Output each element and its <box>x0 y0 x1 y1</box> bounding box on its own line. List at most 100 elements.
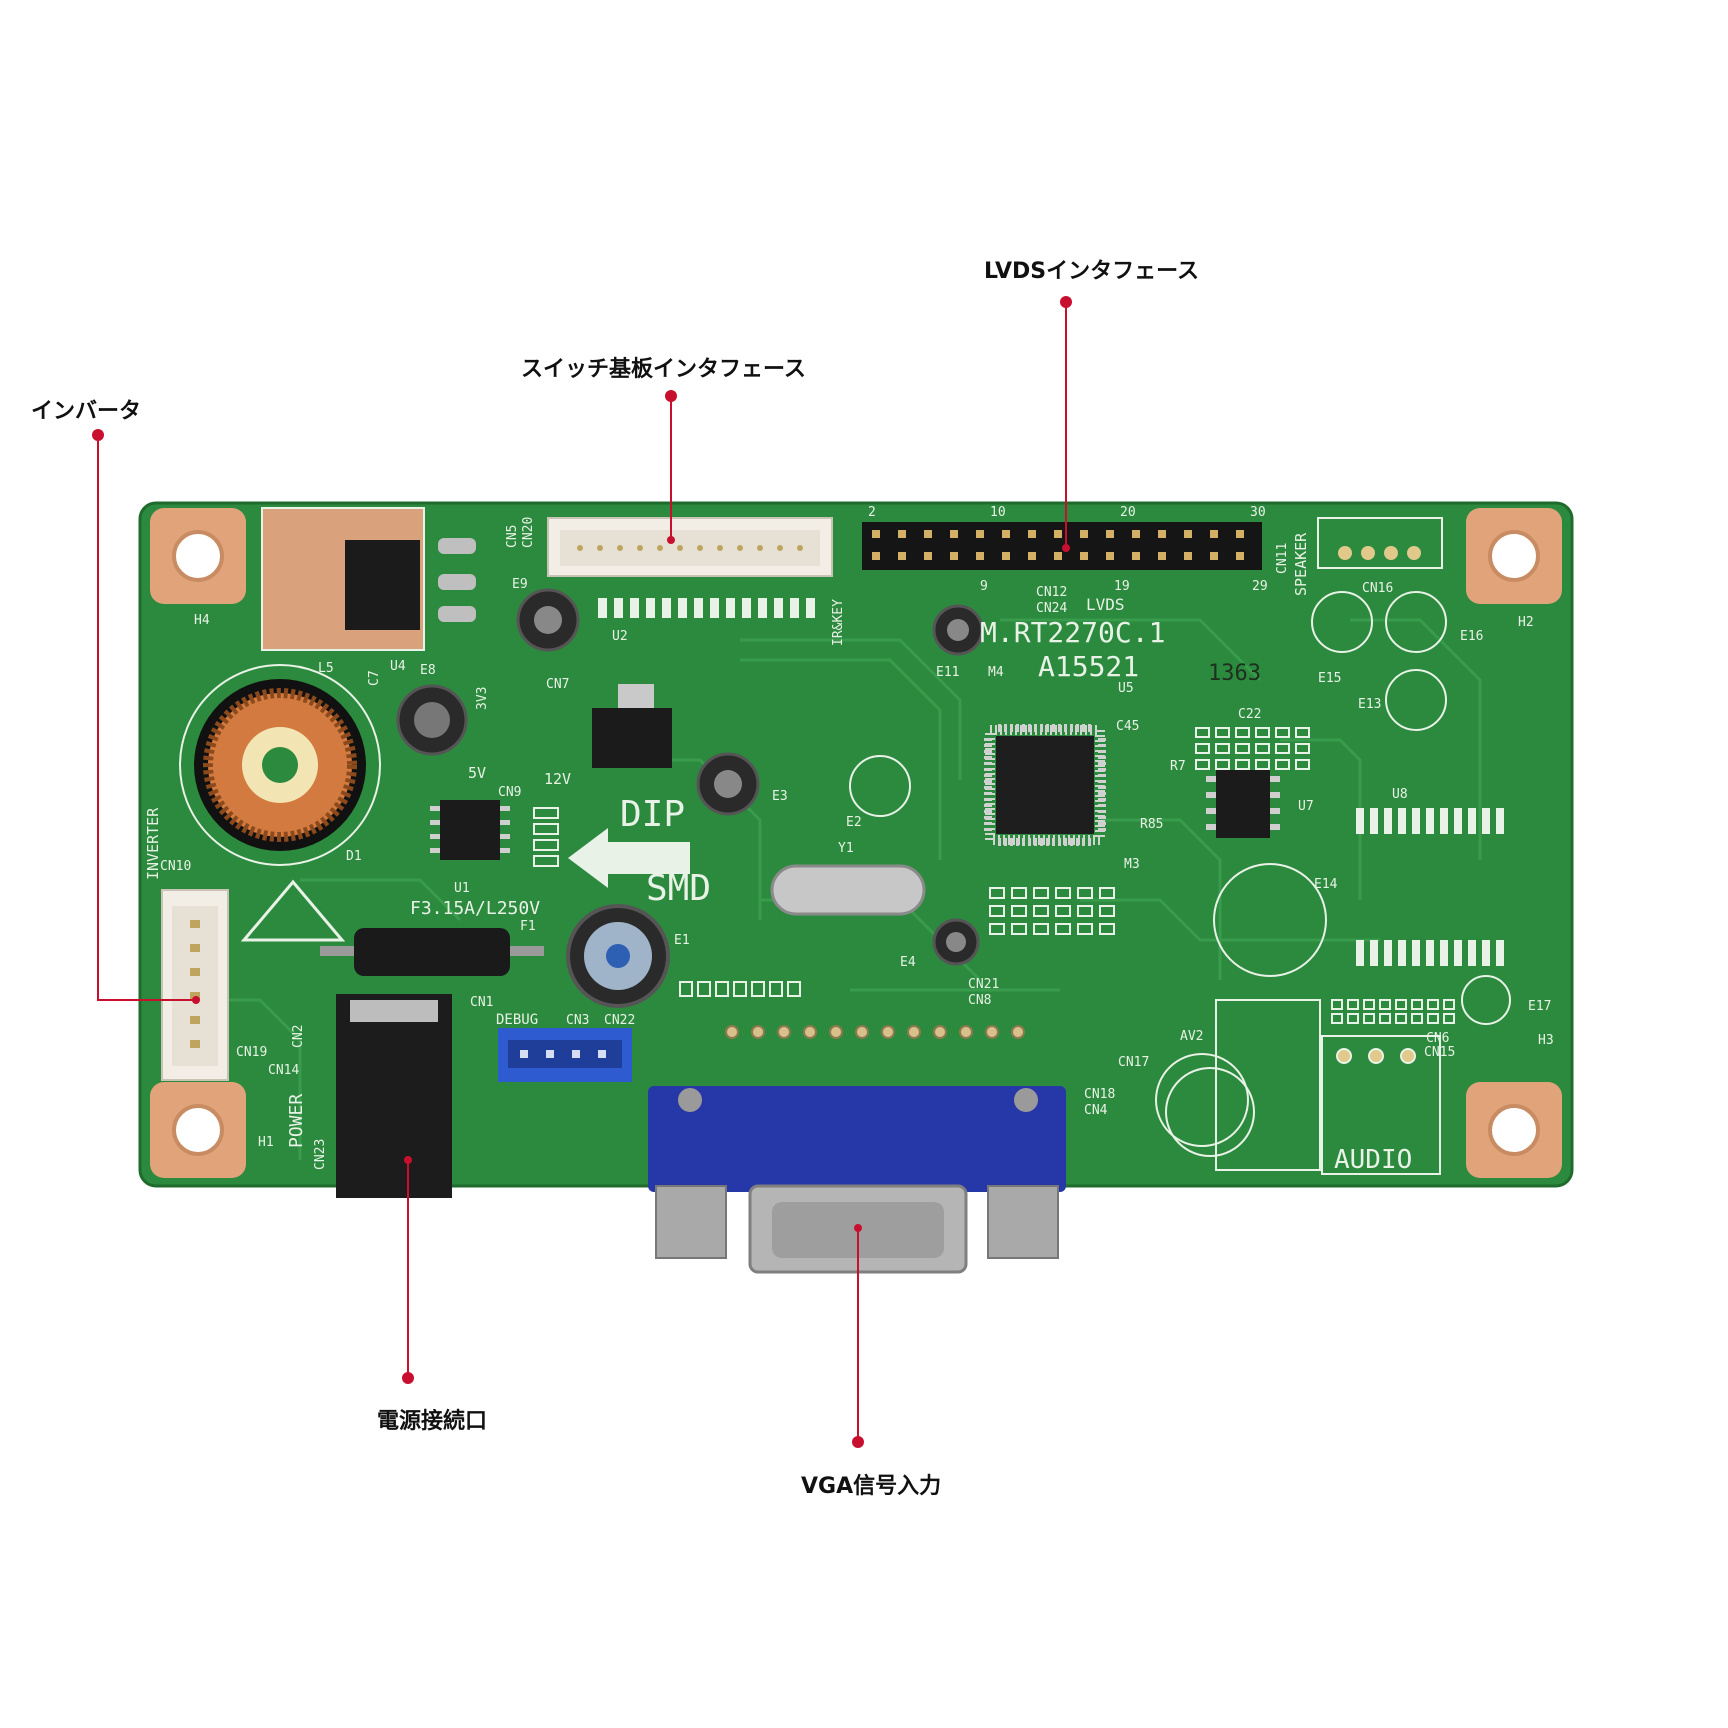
lvds-header-pin <box>950 530 958 538</box>
u2-pad <box>678 598 687 618</box>
switch-connector-pin <box>597 545 603 551</box>
lvds-header-pin <box>1210 552 1218 560</box>
smd-pad <box>1255 759 1270 770</box>
cn14-label: CN14 <box>268 1063 299 1078</box>
lvds-header-pin <box>1106 552 1114 560</box>
f1-label: F1 <box>520 919 536 934</box>
smd-pad <box>1077 923 1093 935</box>
smd-pad <box>1275 727 1290 738</box>
av2-label: AV2 <box>1180 1029 1203 1044</box>
lvds-header-pin <box>872 530 880 538</box>
ic-u1 <box>440 800 500 860</box>
smd-pad <box>1235 743 1250 754</box>
smd-pad <box>1331 1013 1343 1024</box>
main-ic-lead <box>984 822 992 825</box>
u1-lead <box>500 848 510 853</box>
e3-label: E3 <box>772 789 788 804</box>
e2-label: E2 <box>846 815 862 830</box>
callout-lines <box>97 302 1067 1442</box>
main-ic-lead <box>1040 838 1043 846</box>
smd-pad <box>1011 923 1027 935</box>
smd-pad <box>1215 743 1230 754</box>
e15-label: E15 <box>1318 671 1341 686</box>
switch-connector-pin <box>677 545 683 551</box>
lvds-header-pin <box>924 530 932 538</box>
smd-pad <box>697 981 711 997</box>
lvds-header-pin <box>1210 530 1218 538</box>
lvds-header-pin <box>1132 530 1140 538</box>
main-ic-lead <box>1098 804 1106 807</box>
main-ic-lead <box>1098 768 1106 771</box>
switch-connector-pin <box>757 545 763 551</box>
lvds-header-pin <box>1002 552 1010 560</box>
inverter-connector-pin <box>190 920 200 928</box>
smd-pad <box>1275 743 1290 754</box>
smd-pad <box>1443 1013 1455 1024</box>
smd-pad <box>533 855 559 867</box>
u8-pad <box>1468 940 1476 966</box>
lvds-header <box>862 522 1262 570</box>
cn22-label: CN22 <box>604 1013 635 1028</box>
vga-header-pin <box>959 1025 973 1039</box>
inverter-connector-pin <box>190 1040 200 1048</box>
u7-lead <box>1270 808 1280 814</box>
switch-connector-pin <box>717 545 723 551</box>
smd-pad <box>1379 1013 1391 1024</box>
lvds-header-pin <box>898 552 906 560</box>
u7-lead <box>1206 808 1216 814</box>
main-ic-lead <box>1088 838 1091 846</box>
inverter-connector-pin <box>190 992 200 1000</box>
ir-key-label: IR&KEY <box>831 599 846 646</box>
u1-lead <box>500 820 510 825</box>
u7-lead <box>1206 792 1216 798</box>
u1-lead <box>430 820 440 825</box>
main-ic-lead <box>1098 798 1106 801</box>
e13-label: E13 <box>1358 697 1381 712</box>
capacitor-e9 <box>516 588 580 652</box>
smd-pad <box>1411 1013 1423 1024</box>
fuse-f1 <box>320 928 544 976</box>
lvds-header-pin <box>1132 552 1140 560</box>
inverter-connector-pin <box>190 944 200 952</box>
vga-header-pin <box>829 1025 843 1039</box>
u2-pad <box>710 598 719 618</box>
main-ic-lead <box>1052 724 1055 732</box>
u8-pad <box>1496 808 1504 834</box>
lvds-header-pin <box>898 530 906 538</box>
main-ic-lead <box>984 756 992 759</box>
callout-vga-input: VGA信号入力 <box>801 1474 942 1499</box>
smd-pad <box>1033 887 1049 899</box>
r7-label: R7 <box>1170 759 1186 774</box>
smd-pad <box>1295 759 1310 770</box>
vga-header-pin <box>933 1025 947 1039</box>
u8-pad <box>1370 940 1378 966</box>
vga-header-pin <box>855 1025 869 1039</box>
switch-connector-pin <box>797 545 803 551</box>
cn3-label: CN3 <box>566 1013 589 1028</box>
u2-pad <box>694 598 703 618</box>
u1-label: U1 <box>454 881 470 896</box>
debug-connector-pin <box>598 1050 606 1058</box>
cn15-label: CN15 <box>1424 1045 1455 1060</box>
switch-connector-pin <box>617 545 623 551</box>
pin-29-label: 29 <box>1252 579 1268 594</box>
lvds-header-pin <box>1184 552 1192 560</box>
y1-label: Y1 <box>838 841 854 856</box>
av2-footprint <box>1165 999 1321 1171</box>
vga-header-pin <box>803 1025 817 1039</box>
main-ic-lead <box>1034 724 1037 732</box>
main-ic-lead <box>1058 724 1061 732</box>
main-ic-lead <box>1028 724 1031 732</box>
main-ic-lead <box>984 810 992 813</box>
smd-pad <box>679 981 693 997</box>
debug-connector-pin <box>520 1050 528 1058</box>
lvds-header-pin <box>924 552 932 560</box>
lvds-header-pin <box>872 552 880 560</box>
main-ic-lead <box>984 774 992 777</box>
ic-u7 <box>1216 770 1270 838</box>
e14-label: E14 <box>1314 877 1338 892</box>
cn1-label: CN1 <box>470 995 493 1010</box>
vga-header-pin <box>725 1025 739 1039</box>
smd-pad <box>1055 887 1071 899</box>
main-ic-lead <box>1070 838 1073 846</box>
